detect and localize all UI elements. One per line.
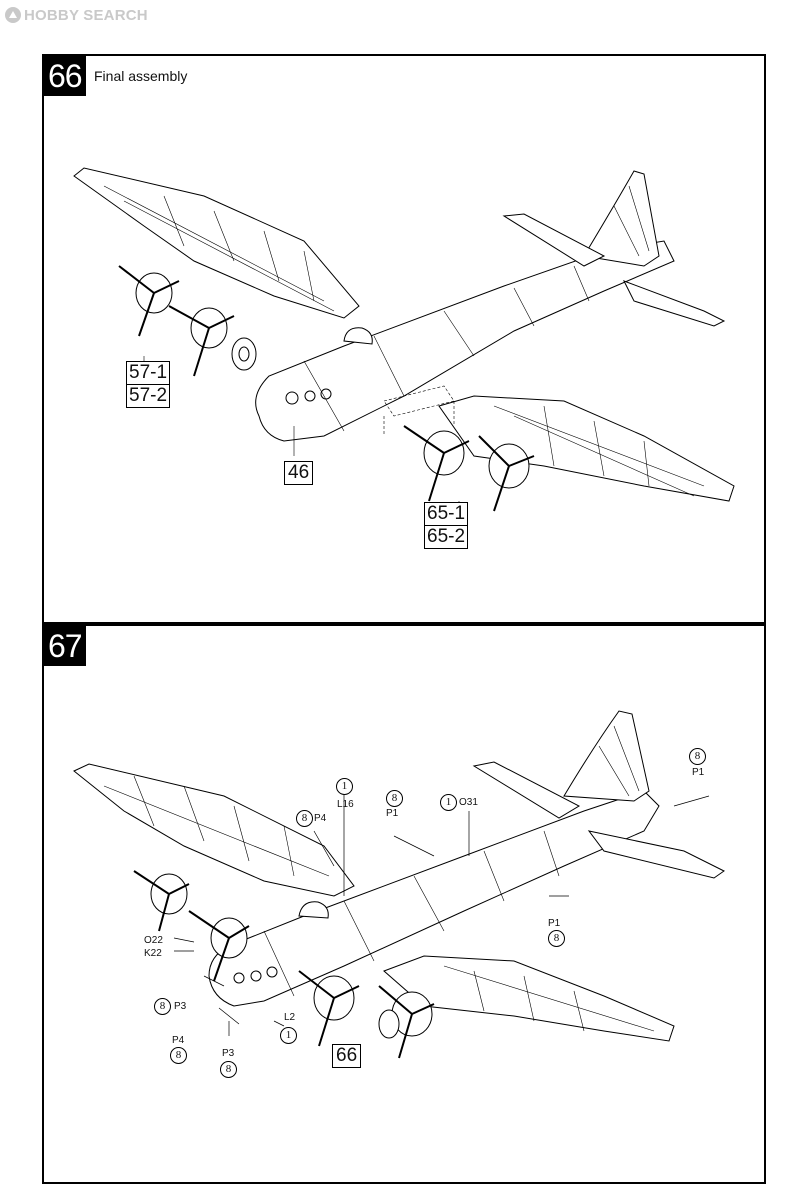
callout-p3-bottom-qty: 8 [220,1061,237,1078]
callout-l16: L16 [337,799,354,810]
ref-57-2: 57-2 [126,384,171,408]
ref-65-1: 65-1 [424,502,469,526]
callout-p4-bottom: P4 [172,1035,185,1046]
callout-o31: O31 [459,797,478,808]
ref-57-stack: 57-1 57-2 [126,361,171,408]
ref-46: 46 [284,461,314,485]
step-66-panel: 66 Final assembly [42,54,766,624]
callout-p4-top: P4 [314,813,327,824]
callout-p4-bottom-qty: 8 [170,1047,187,1064]
ref-66: 66 [332,1044,362,1068]
callout-l2: L2 [284,1012,296,1023]
callout-p4-top-qty: 8 [296,810,313,827]
callout-p1-side: P1 [548,918,561,929]
callout-o22: O22 [144,935,163,946]
ref-65-2: 65-2 [424,525,469,549]
step-66-number: 66 [44,56,86,96]
callout-p1-top: P1 [386,808,399,819]
b17-detail-parts-illustration [73,710,725,1059]
ref-57-1: 57-1 [126,361,171,385]
step-66-title: Final assembly [94,68,188,84]
callout-p3-left-qty: 8 [154,998,171,1015]
callout-p3-bottom: P3 [222,1048,235,1059]
b17-final-assembly-illustration [73,167,735,526]
callout-l16-qty: 1 [336,778,353,795]
ref-65-stack: 65-1 65-2 [424,502,469,549]
callout-p1-side-qty: 8 [548,930,565,947]
callout-p1-top-qty: 8 [386,790,403,807]
step-67-panel: 67 1 L16 8 P4 8 [42,624,766,1184]
hobby-search-watermark: HOBBY SEARCH [4,4,148,26]
callout-k22: K22 [144,948,162,959]
callout-p3-left: P3 [174,1001,187,1012]
callout-l2-qty: 1 [280,1027,297,1044]
step-67-number: 67 [44,626,86,666]
callout-o31-qty: 1 [440,794,457,811]
callout-p1-tail-qty: 8 [689,748,706,765]
hobby-search-logo-icon [5,7,21,23]
callout-p1-tail: P1 [692,767,705,778]
watermark-text: HOBBY SEARCH [24,6,148,24]
